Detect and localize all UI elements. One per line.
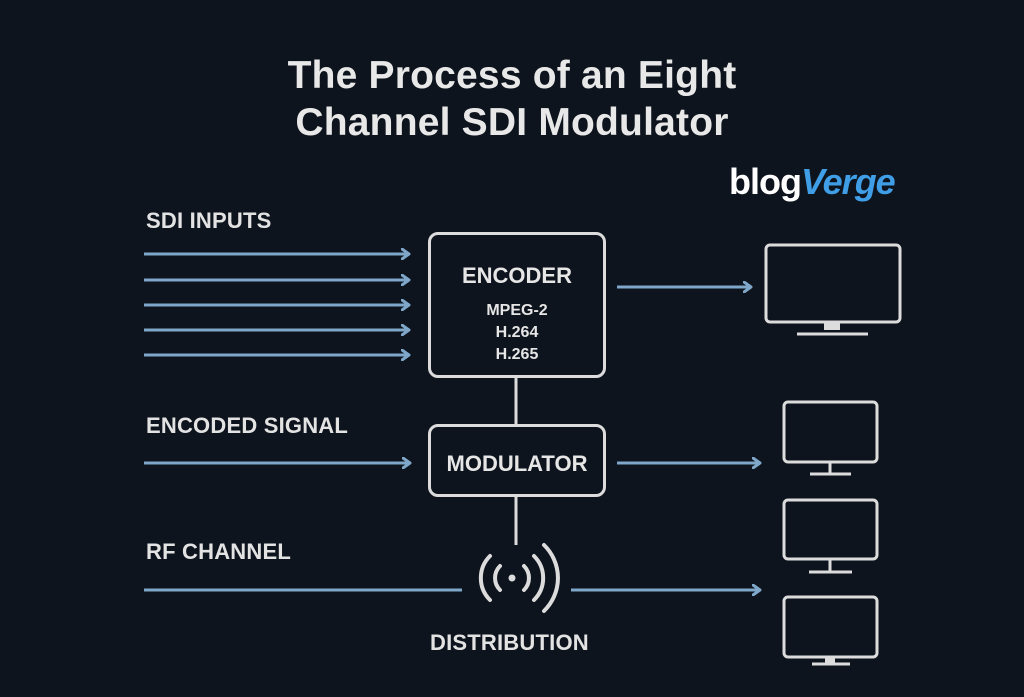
broadcast-signal-icon xyxy=(478,543,560,613)
label-encoded-signal: ENCODED SIGNAL xyxy=(146,413,349,438)
encoder-box: ENCODER MPEG-2 H.264 H.265 xyxy=(428,232,606,378)
logo-part-blog: blog xyxy=(729,161,802,202)
modulator-box: MODULATOR xyxy=(428,424,606,497)
codec-h264: H.264 xyxy=(495,324,539,341)
logo-part-verge: Verge xyxy=(800,161,896,202)
title-line-2: Channel SDI Modulator xyxy=(295,101,729,144)
label-distribution: DISTRIBUTION xyxy=(430,630,589,655)
label-rf-channel: RF CHANNEL xyxy=(146,539,291,564)
monitor-icon xyxy=(764,243,902,336)
encoder-title: ENCODER xyxy=(461,263,572,288)
codec-mpeg2: MPEG-2 xyxy=(486,302,548,319)
title-line-1: The Process of an Eight xyxy=(287,54,737,97)
blogverge-logo: blogVerge xyxy=(729,161,896,203)
monitor-icon xyxy=(782,498,879,574)
modulator-title: MODULATOR xyxy=(446,451,588,476)
label-sdi-inputs: SDI INPUTS xyxy=(146,208,272,233)
monitor-icon xyxy=(782,400,879,476)
encoder-codec-list: MPEG-2 H.264 H.265 xyxy=(431,300,603,366)
diagram-title: The Process of an Eight Channel SDI Modu… xyxy=(0,52,1024,146)
codec-h265: H.265 xyxy=(495,346,539,363)
monitor-icon xyxy=(782,595,879,666)
